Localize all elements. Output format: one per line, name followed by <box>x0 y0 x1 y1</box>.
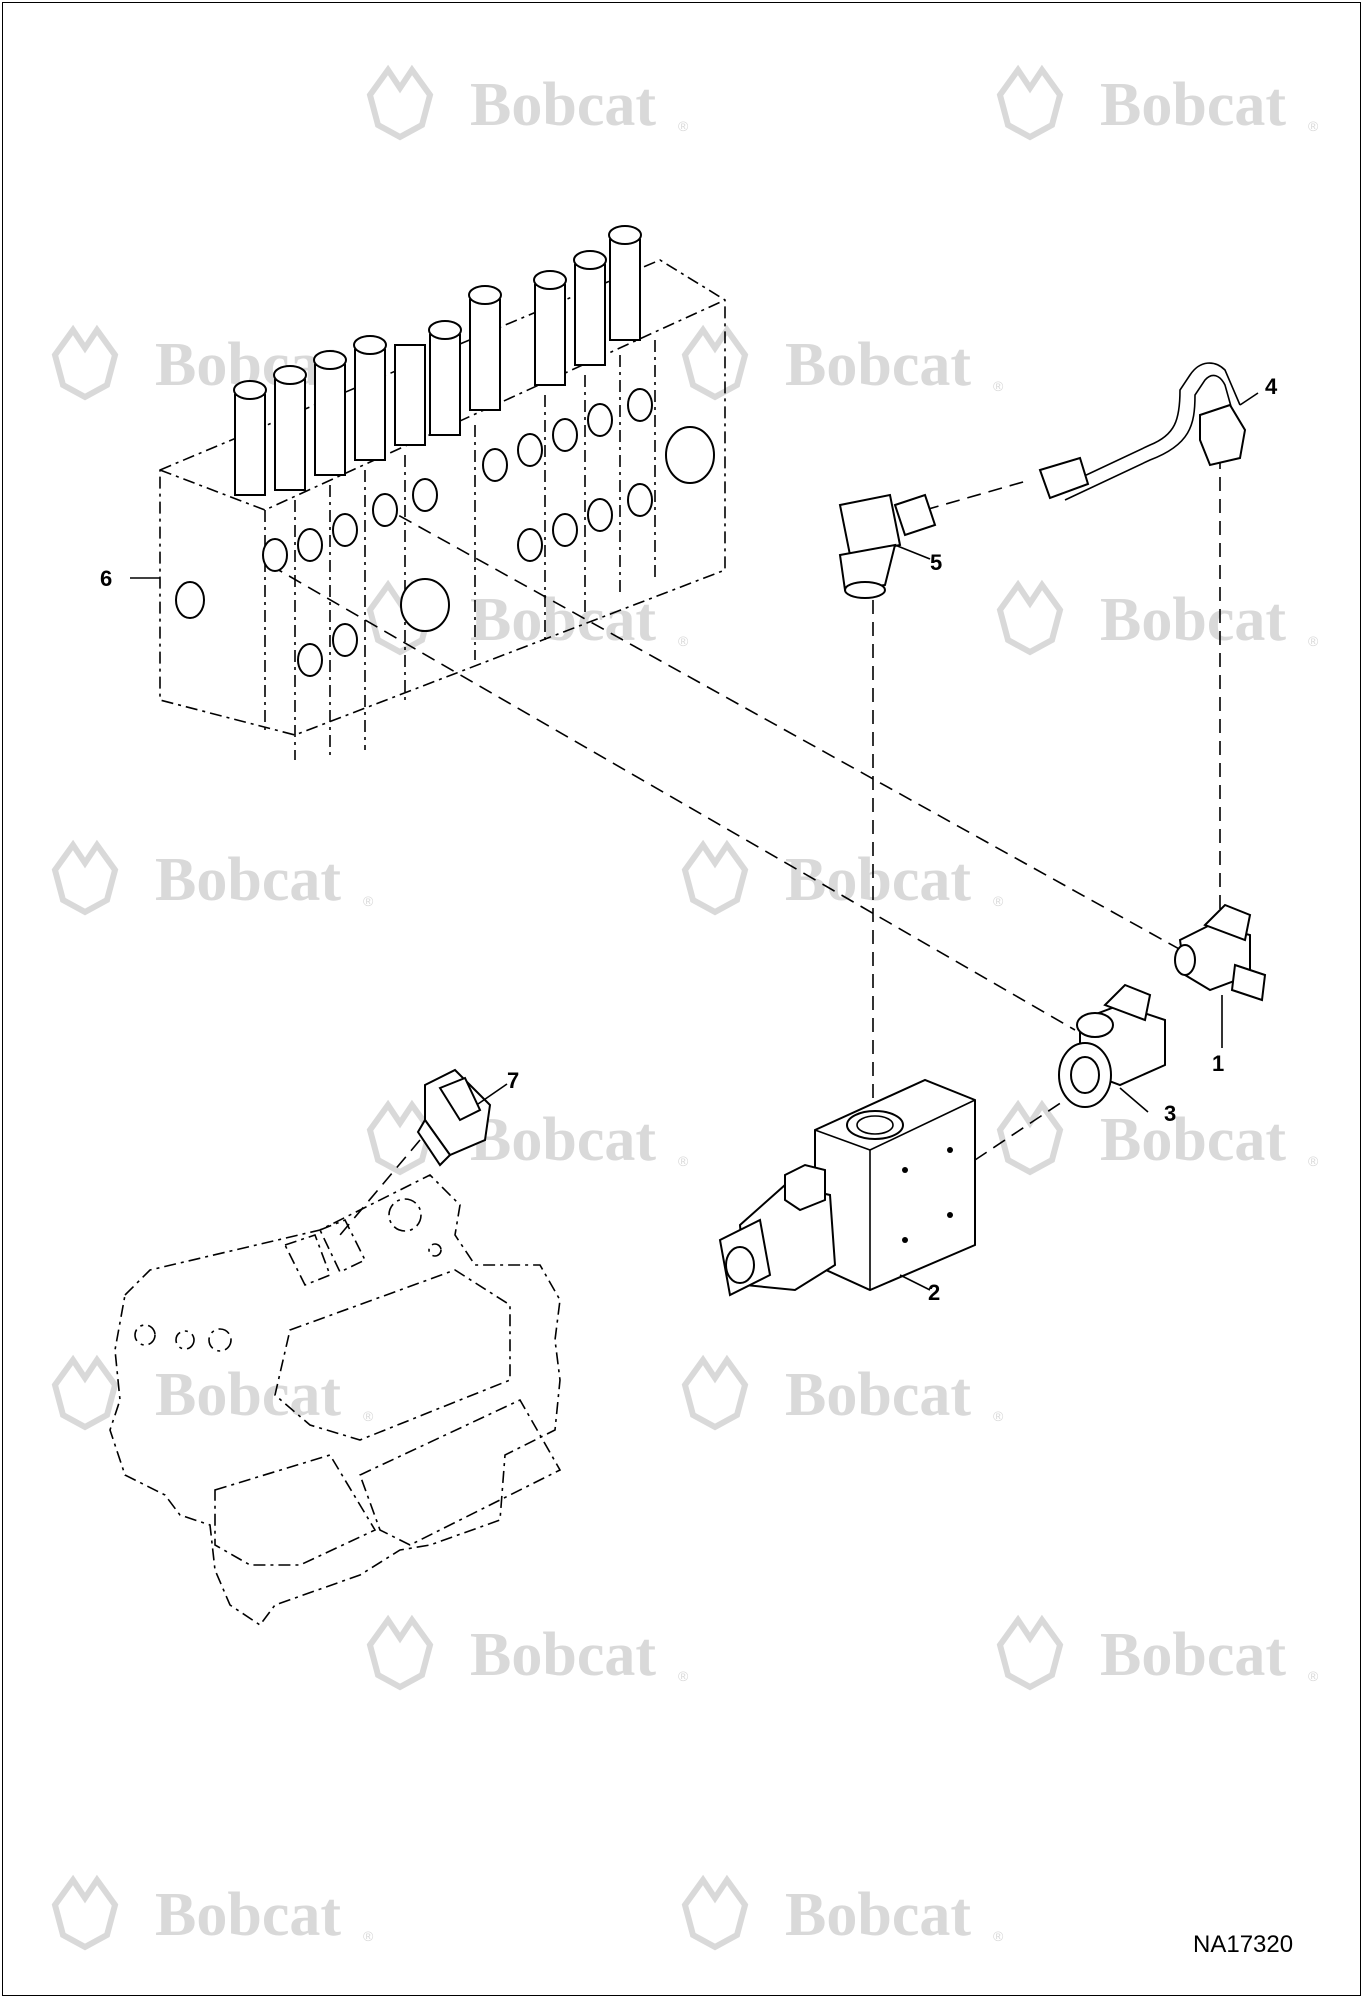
elbow-adapter <box>838 493 937 599</box>
svg-text:®: ® <box>363 893 374 909</box>
tee-adapter <box>1058 983 1166 1108</box>
svg-text:®: ® <box>1308 633 1319 649</box>
watermark: Bobcat ® <box>366 579 689 656</box>
watermark: Bobcat ® <box>681 1354 1004 1431</box>
dash-panel-outline <box>109 1174 562 1627</box>
watermark: Bobcat ® <box>996 1099 1319 1176</box>
watermark: Bobcat ® <box>681 324 1004 401</box>
svg-text:Bobcat: Bobcat <box>470 71 656 139</box>
svg-text:®: ® <box>1308 118 1319 134</box>
svg-text:Bobcat: Bobcat <box>1100 586 1286 654</box>
watermark: Bobcat ® <box>996 1614 1319 1691</box>
callout-4: 4 <box>1265 374 1278 399</box>
watermark: Bobcat ® <box>681 839 1004 916</box>
callout-6: 6 <box>100 566 112 591</box>
svg-text:®: ® <box>678 1668 689 1684</box>
svg-text:Bobcat: Bobcat <box>470 586 656 654</box>
callout-5: 5 <box>930 550 942 575</box>
svg-text:®: ® <box>363 1928 374 1944</box>
svg-text:Bobcat: Bobcat <box>155 1881 341 1949</box>
callout-7: 7 <box>507 1068 519 1093</box>
svg-text:Bobcat: Bobcat <box>785 846 971 914</box>
svg-text:Bobcat: Bobcat <box>785 331 971 399</box>
svg-text:Bobcat: Bobcat <box>470 1621 656 1689</box>
callout-2: 2 <box>928 1280 940 1305</box>
watermark: Bobcat ® <box>366 64 689 141</box>
svg-text:®: ® <box>363 1408 374 1424</box>
rocker-switch <box>416 1068 492 1167</box>
svg-text:®: ® <box>993 1928 1004 1944</box>
watermark: Bobcat ® <box>996 64 1319 141</box>
watermark-layer: Bobcat ® Bobcat ® Bobcat ® Bobcat ® Bobc… <box>51 64 1319 1951</box>
svg-text:®: ® <box>993 378 1004 394</box>
svg-text:Bobcat: Bobcat <box>1100 1621 1286 1689</box>
svg-text:Bobcat: Bobcat <box>785 1881 971 1949</box>
svg-text:Bobcat: Bobcat <box>470 1106 656 1174</box>
svg-text:®: ® <box>678 118 689 134</box>
tee-fitting <box>1174 903 1267 1002</box>
control-valve-block <box>159 225 726 760</box>
watermark: Bobcat ® <box>366 1614 689 1691</box>
svg-text:Bobcat: Bobcat <box>1100 1106 1286 1174</box>
svg-text:Bobcat: Bobcat <box>155 1361 341 1429</box>
svg-text:®: ® <box>993 1408 1004 1424</box>
svg-text:Bobcat: Bobcat <box>785 1361 971 1429</box>
watermark: Bobcat ® <box>51 1874 374 1951</box>
document-id: NA17320 <box>1193 1931 1293 1958</box>
svg-text:®: ® <box>993 893 1004 909</box>
svg-text:®: ® <box>1308 1153 1319 1169</box>
assembly-lines <box>269 455 1221 1236</box>
svg-text:®: ® <box>678 1153 689 1169</box>
solenoid-valve <box>718 1078 976 1297</box>
svg-text:Bobcat: Bobcat <box>155 846 341 914</box>
watermark: Bobcat ® <box>996 579 1319 656</box>
svg-text:Bobcat: Bobcat <box>1100 71 1286 139</box>
svg-text:®: ® <box>678 633 689 649</box>
callout-1: 1 <box>1212 1051 1224 1076</box>
steel-tube <box>1038 362 1247 501</box>
watermark: Bobcat ® <box>51 839 374 916</box>
watermark: Bobcat ® <box>51 1354 374 1431</box>
svg-text:®: ® <box>1308 1668 1319 1684</box>
callout-3: 3 <box>1164 1101 1176 1126</box>
watermark: Bobcat ® <box>366 1099 689 1176</box>
callout-leaders <box>130 392 1259 1291</box>
watermark: Bobcat ® <box>681 1874 1004 1951</box>
